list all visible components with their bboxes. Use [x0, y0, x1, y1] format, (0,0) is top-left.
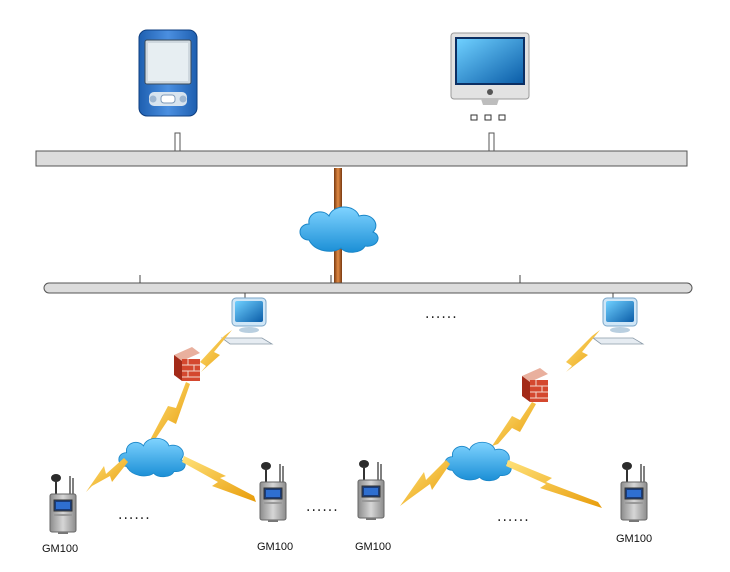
top-bus-connector	[488, 132, 495, 152]
ellipsis-top-middle: ......	[425, 306, 458, 322]
lightning-link-icon	[86, 458, 128, 492]
top-bus-connector	[174, 132, 181, 152]
firewall-icon	[173, 346, 201, 382]
ellipsis-middle: ......	[306, 499, 339, 515]
lower-backbone-bar	[43, 282, 693, 294]
gm100-device-icon	[49, 473, 77, 535]
cloud-icon	[444, 441, 512, 482]
workstation-icon	[592, 297, 644, 345]
device-label: GM100	[42, 543, 79, 555]
gm100-device-icon	[357, 459, 385, 521]
gm100-device-icon	[620, 461, 648, 523]
top-backbone-bar	[35, 150, 688, 167]
cloud-icon	[299, 206, 379, 253]
lightning-link-icon	[182, 456, 256, 502]
desktop-computer-icon	[450, 32, 530, 121]
ellipsis-right-group: ......	[497, 509, 530, 525]
lightning-link-icon	[506, 460, 602, 508]
lightning-link-icon	[200, 330, 232, 372]
lightning-link-icon	[150, 382, 190, 440]
firewall-icon	[521, 367, 549, 403]
ellipsis-left-group: ......	[118, 507, 151, 523]
lightning-link-icon	[492, 402, 536, 446]
cloud-icon	[118, 437, 186, 478]
pda-icon	[138, 29, 198, 117]
device-label: GM100	[257, 541, 294, 553]
device-label: GM100	[355, 541, 392, 553]
lightning-link-icon	[400, 460, 450, 506]
gm100-device-icon	[259, 461, 287, 523]
workstation-icon	[221, 297, 273, 345]
device-label: GM100	[616, 533, 653, 545]
lightning-link-icon	[566, 330, 600, 372]
